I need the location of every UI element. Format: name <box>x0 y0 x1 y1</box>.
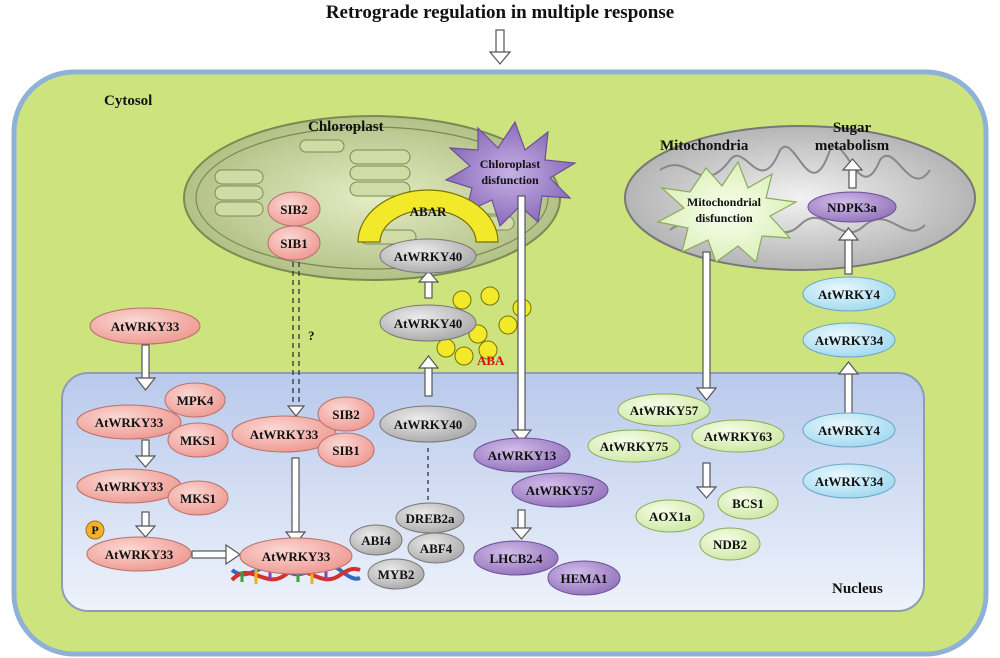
node-wrky33-sib-complex: AtWRKY33 <box>231 415 337 453</box>
svg-text:AtWRKY57: AtWRKY57 <box>526 483 595 498</box>
svg-text:NDB2: NDB2 <box>713 537 747 552</box>
node-wrky75: AtWRKY75 <box>587 429 681 463</box>
node-wrky57-green: AtWRKY57 <box>617 393 711 427</box>
svg-text:DREB2a: DREB2a <box>405 511 455 526</box>
node-wrky33-cytosol: AtWRKY33 <box>89 307 201 345</box>
nucleus-label: Nucleus <box>832 581 883 597</box>
svg-text:AtWRKY33: AtWRKY33 <box>95 415 164 430</box>
node-wrky40-nucleus: AtWRKY40 <box>379 405 477 443</box>
svg-text:NDPK3a: NDPK3a <box>827 200 877 215</box>
node-hema1: HEMA1 <box>547 560 621 596</box>
chloro-disfunction-line2: disfunction <box>481 173 539 187</box>
node-sib2-chloroplast: SIB2 <box>267 191 321 227</box>
node-aox1a: AOX1a <box>635 499 705 533</box>
svg-text:SIB2: SIB2 <box>280 202 307 217</box>
node-wrky63: AtWRKY63 <box>691 419 785 453</box>
mito-disfunction-line1: Mitochondrial <box>687 195 762 209</box>
svg-text:AtWRKY40: AtWRKY40 <box>394 249 463 264</box>
svg-text:SIB2: SIB2 <box>332 407 359 422</box>
node-wrky4-cytosol: AtWRKY4 <box>802 276 896 312</box>
svg-text:MKS1: MKS1 <box>180 491 216 506</box>
svg-text:AtWRKY33: AtWRKY33 <box>262 549 331 564</box>
node-wrky57-purple: AtWRKY57 <box>511 472 609 508</box>
node-sib2-nucleus: SIB2 <box>317 396 375 432</box>
node-mks1-a: MKS1 <box>167 422 229 458</box>
svg-text:HEMA1: HEMA1 <box>561 571 608 586</box>
node-mks1-b: MKS1 <box>167 480 229 516</box>
svg-text:SIB1: SIB1 <box>332 443 359 458</box>
question-mark: ? <box>308 328 315 343</box>
node-abf4: ABF4 <box>407 532 465 564</box>
node-sib1-nucleus: SIB1 <box>317 432 375 468</box>
aba-label: ABA <box>477 353 505 368</box>
node-wrky33-nucleus-2: AtWRKY33 <box>76 468 182 504</box>
svg-text:AtWRKY34: AtWRKY34 <box>815 333 884 348</box>
node-wrky33-nucleus-1: AtWRKY33 <box>76 404 182 440</box>
node-bcs1: BCS1 <box>717 486 779 520</box>
chloroplast-label: Chloroplast <box>308 119 384 135</box>
node-wrky34-cytosol: AtWRKY34 <box>802 322 896 358</box>
node-abi4: ABI4 <box>349 524 403 556</box>
svg-text:AtWRKY4: AtWRKY4 <box>818 287 881 302</box>
mitochondrial-disfunction-star: Mitochondrial disfunction <box>656 160 798 264</box>
node-dreb2a: DREB2a <box>395 502 465 534</box>
svg-text:AtWRKY57: AtWRKY57 <box>630 403 699 418</box>
node-ndb2: NDB2 <box>699 527 761 561</box>
sugar-label-line2: metabolism <box>815 138 890 154</box>
abar-label: ABAR <box>410 204 447 219</box>
svg-text:SIB1: SIB1 <box>280 236 307 251</box>
mitochondria-label: Mitochondria <box>660 138 749 154</box>
diagram-title: Retrograde regulation in multiple respon… <box>326 2 674 23</box>
svg-text:MKS1: MKS1 <box>180 433 216 448</box>
svg-text:BCS1: BCS1 <box>732 496 764 511</box>
svg-text:AtWRKY40: AtWRKY40 <box>394 316 463 331</box>
svg-text:AtWRKY63: AtWRKY63 <box>704 429 773 444</box>
node-myb2: MYB2 <box>367 558 425 590</box>
svg-text:AtWRKY4: AtWRKY4 <box>818 423 881 438</box>
svg-text:AtWRKY33: AtWRKY33 <box>95 479 164 494</box>
svg-text:AtWRKY33: AtWRKY33 <box>111 319 180 334</box>
svg-text:AOX1a: AOX1a <box>649 509 691 524</box>
svg-text:AtWRKY13: AtWRKY13 <box>488 448 557 463</box>
node-sib1-chloroplast: SIB1 <box>267 225 321 261</box>
node-wrky40-cytosol: AtWRKY40 <box>379 304 477 342</box>
dashed-link <box>286 262 306 417</box>
node-wrky34-nucleus: AtWRKY34 <box>802 463 896 499</box>
svg-text:ABI4: ABI4 <box>361 533 391 548</box>
node-wrky13: AtWRKY13 <box>473 437 571 473</box>
node-wrky40-chloroplast: AtWRKY40 <box>379 238 477 274</box>
svg-text:LHCB2.4: LHCB2.4 <box>489 551 543 566</box>
svg-text:AtWRKY33: AtWRKY33 <box>105 547 174 562</box>
svg-text:P: P <box>91 523 98 537</box>
abar-receptor: ABAR <box>357 189 499 243</box>
svg-text:MPK4: MPK4 <box>177 393 214 408</box>
node-ndpk3a: NDPK3a <box>807 191 897 223</box>
svg-text:AtWRKY40: AtWRKY40 <box>394 417 463 432</box>
chloroplast-disfunction-star: Chloroplast disfunction <box>444 120 577 228</box>
mito-disfunction-line2: disfunction <box>695 211 753 225</box>
node-wrky33-dna: AtWRKY33 <box>239 537 353 575</box>
svg-text:AtWRKY34: AtWRKY34 <box>815 474 884 489</box>
svg-text:MYB2: MYB2 <box>378 567 415 582</box>
node-mpk4: MPK4 <box>164 382 226 418</box>
node-wrky4-nucleus: AtWRKY4 <box>802 412 896 448</box>
chloro-disfunction-line1: Chloroplast <box>480 157 540 171</box>
phosphate-badge: P <box>85 520 105 540</box>
node-wrky33-nucleus-3: AtWRKY33 <box>86 536 192 572</box>
sugar-label-line1: Sugar <box>833 120 872 136</box>
svg-text:AtWRKY75: AtWRKY75 <box>600 439 669 454</box>
cytosol-label: Cytosol <box>104 93 152 109</box>
svg-text:AtWRKY33: AtWRKY33 <box>250 427 319 442</box>
node-lhcb24: LHCB2.4 <box>473 540 559 576</box>
arrows <box>134 158 864 566</box>
title-arrow <box>488 29 512 65</box>
svg-text:ABF4: ABF4 <box>420 541 453 556</box>
